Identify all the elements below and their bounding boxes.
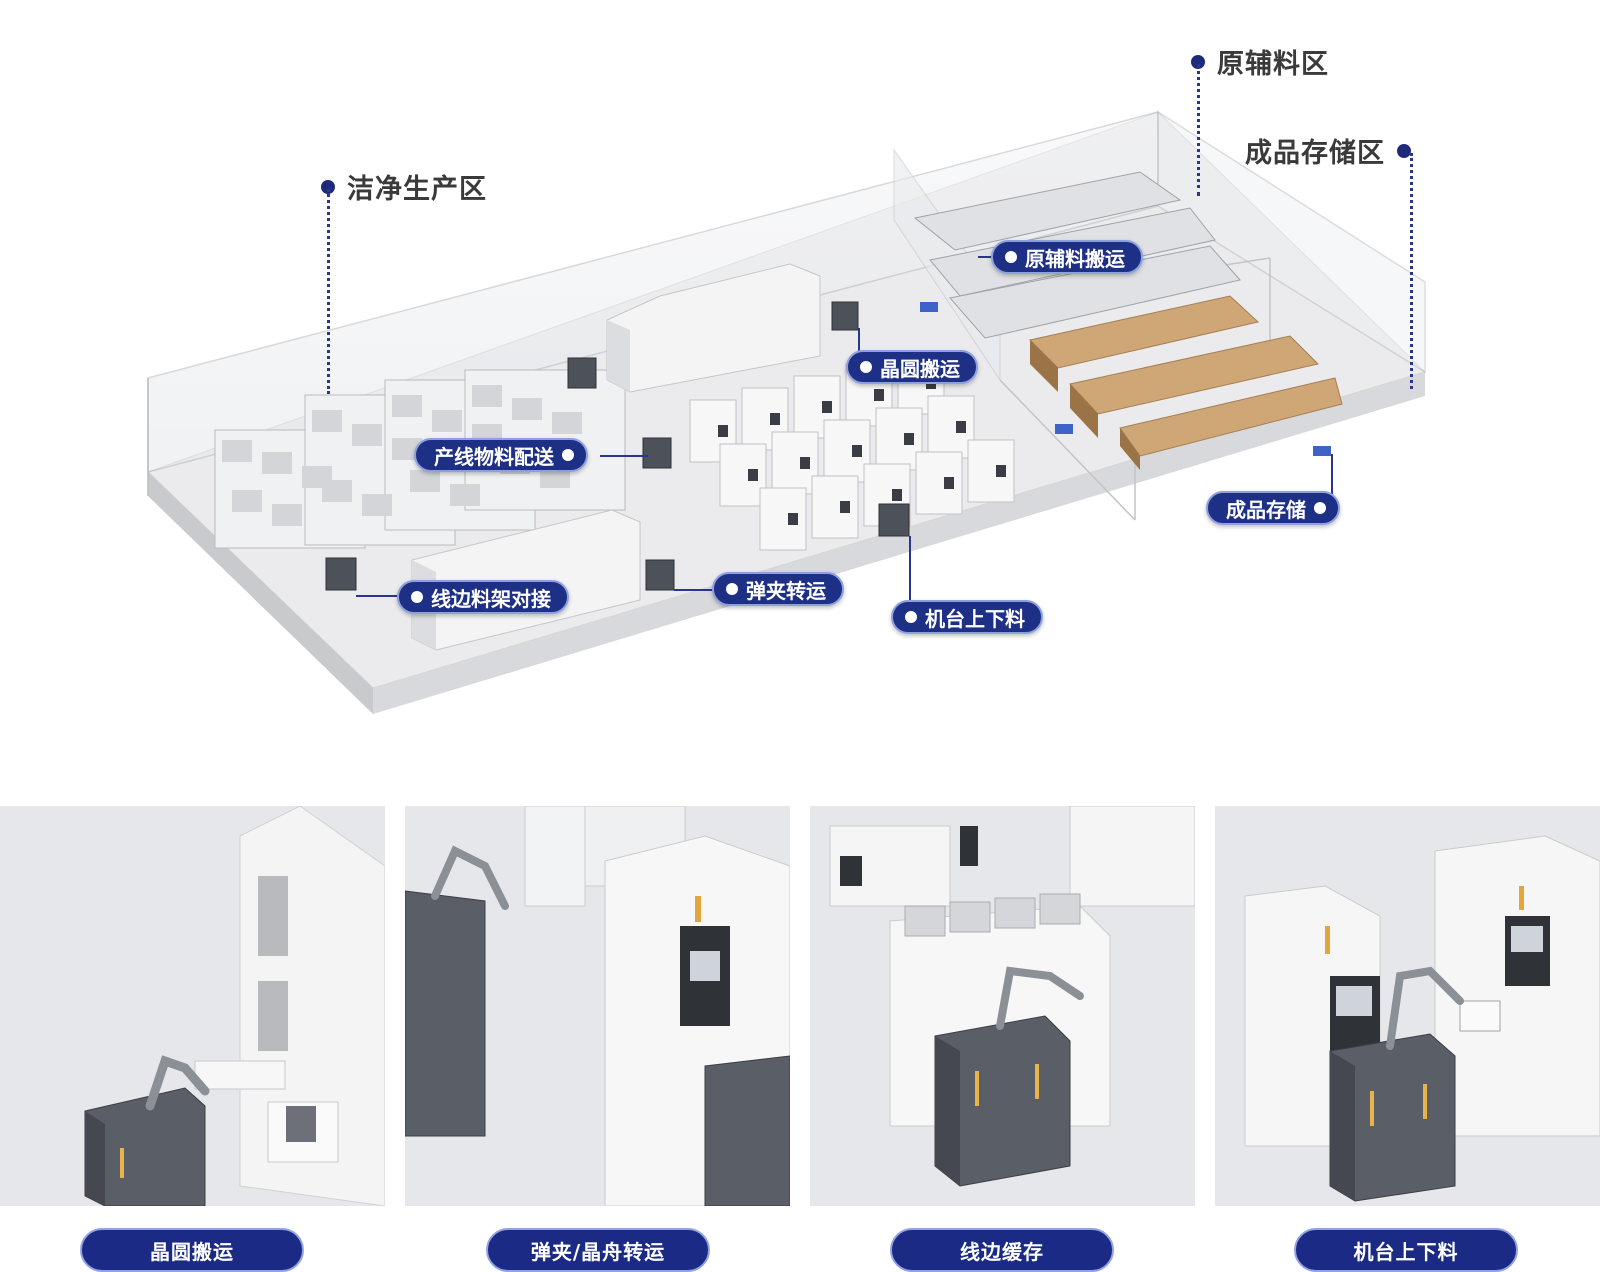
card-caption-lineside-buffer: 线边缓存	[890, 1228, 1114, 1272]
leader-line	[1410, 153, 1413, 389]
callout-line-material-delivery: 产线物料配送	[414, 438, 588, 472]
scene-card-machine-loading	[1215, 806, 1600, 1206]
callout-wafer-transport: 晶圆搬运	[846, 350, 978, 384]
callout-text: 线边料架对接	[431, 586, 551, 611]
pill-dot-icon	[860, 361, 872, 373]
zone-label-finished-storage: 成品存储区	[1245, 131, 1411, 170]
callout-text: 弹夹转运	[746, 578, 826, 603]
callout-connector	[858, 328, 860, 366]
pill-dot-icon	[1314, 502, 1326, 514]
callout-finished-storage: 成品存储	[1206, 491, 1340, 525]
card-caption-wafer-transport: 晶圆搬运	[80, 1228, 304, 1272]
callout-text: 机台上下料	[925, 606, 1025, 631]
callout-raw-material-transport: 原辅料搬运	[991, 240, 1143, 274]
callout-lineside-rack-docking: 线边料架对接	[397, 580, 569, 614]
leader-line	[327, 189, 330, 394]
scene-card-wafer-transport	[0, 806, 385, 1206]
callout-connector	[674, 589, 720, 591]
callout-connector	[978, 256, 998, 258]
callout-text: 产线物料配送	[434, 444, 554, 469]
card-caption-machine-loading: 机台上下料	[1294, 1228, 1518, 1272]
pill-dot-icon	[726, 583, 738, 595]
pill-dot-icon	[411, 591, 423, 603]
machine-loading-illustration	[1215, 806, 1600, 1206]
scene-card-lineside-buffer	[810, 806, 1195, 1206]
scene-card-cassette-transfer	[405, 806, 790, 1206]
zone-label-text: 洁净生产区	[347, 174, 487, 205]
callout-cassette-transfer: 弹夹转运	[712, 572, 844, 606]
leader-line	[1197, 64, 1200, 196]
callout-connector	[1331, 454, 1333, 504]
zone-label-raw-material: 原辅料区	[1191, 42, 1329, 81]
factory-layout-scene: 洁净生产区 原辅料区 成品存储区 原辅料搬运 晶圆搬运 产线物料配送 成品存储 …	[147, 42, 1426, 714]
callout-connector	[909, 536, 911, 616]
callout-text: 晶圆搬运	[880, 356, 960, 381]
pill-dot-icon	[1005, 251, 1017, 263]
marker-dot-icon	[1191, 54, 1205, 69]
factory-floor-illustration	[147, 110, 1426, 714]
callout-connector	[356, 595, 402, 597]
zone-label-text: 原辅料区	[1217, 49, 1329, 80]
wafer-transport-illustration	[0, 806, 385, 1206]
lineside-buffer-illustration	[810, 806, 1195, 1206]
callout-machine-loading: 机台上下料	[891, 600, 1043, 634]
card-caption-cassette-transfer: 弹夹/晶舟转运	[486, 1228, 710, 1272]
callout-text: 成品存储	[1226, 497, 1306, 522]
pill-dot-icon	[562, 449, 574, 461]
pill-dot-icon	[905, 611, 917, 623]
cassette-transfer-illustration	[405, 806, 790, 1206]
marker-dot-icon	[321, 179, 335, 194]
marker-dot-icon	[1397, 143, 1411, 158]
callout-connector	[600, 455, 648, 457]
zone-label-text: 成品存储区	[1245, 138, 1385, 169]
zone-label-clean-production: 洁净生产区	[321, 167, 487, 206]
callout-text: 原辅料搬运	[1025, 246, 1125, 271]
